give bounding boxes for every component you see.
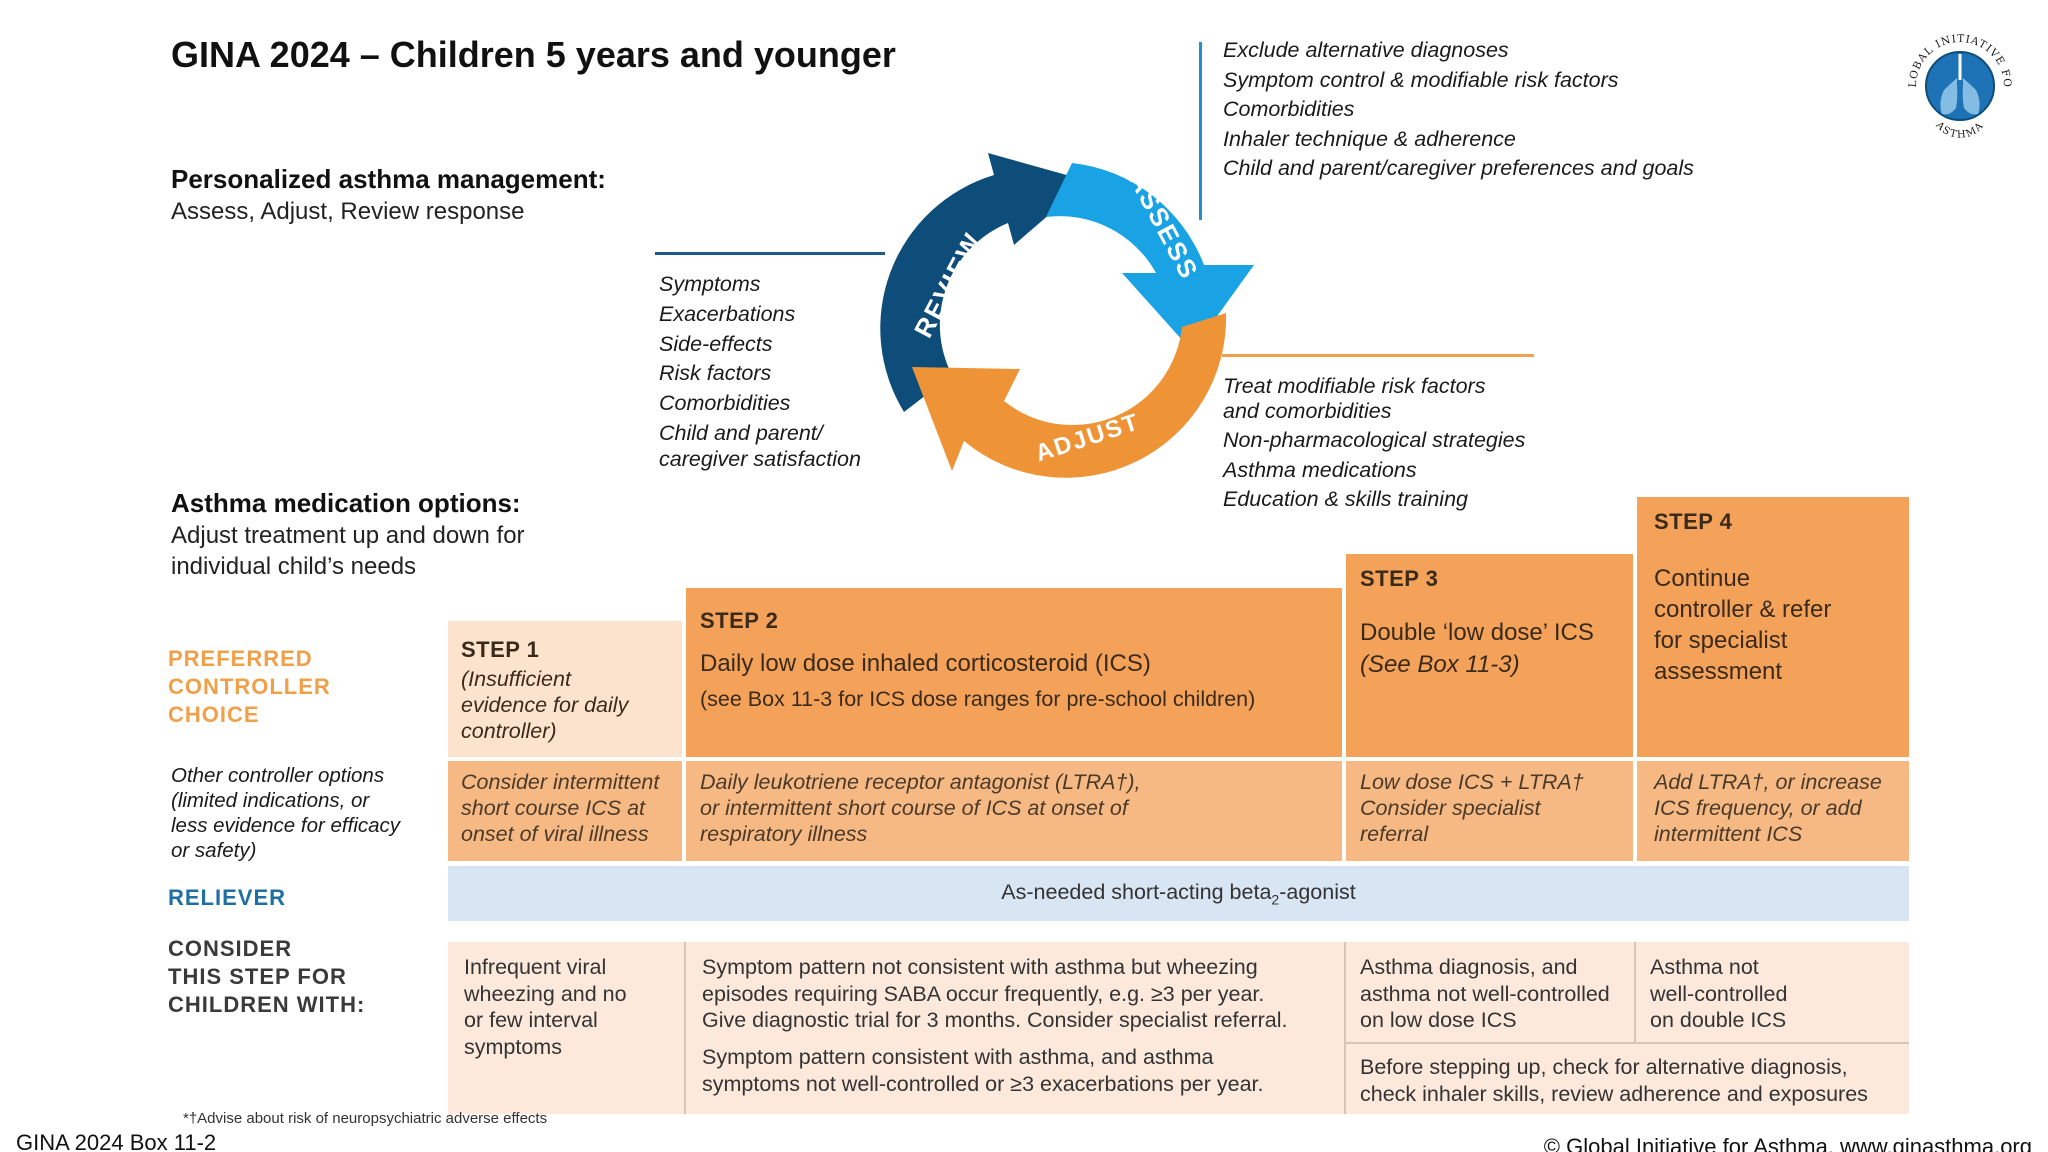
consider-step2b: Symptom pattern consistent with asthma, … <box>702 1045 1264 1096</box>
lungs-logo-icon: GLOBAL INITIATIVE FOR ASTHMA <box>1895 11 2012 141</box>
step4-title: STEP 4 <box>1654 509 1733 534</box>
step3-other-box: Low dose ICS + LTRA† Consider specialist… <box>1346 761 1633 861</box>
consider-box: Infrequent viral wheezing and no or few … <box>448 942 1909 1114</box>
footnote: *†Advise about risk of neuropsychiatric … <box>183 1110 548 1127</box>
consider-step34: Before stepping up, check for alternativ… <box>1360 1055 1868 1106</box>
page-title: GINA 2024 – Children 5 years and younger <box>171 34 896 75</box>
assess-arrow <box>1046 163 1254 351</box>
assess-connector-line <box>1199 42 1202 220</box>
review-item: caregiver satisfaction <box>659 446 861 471</box>
adjust-items: Treat modifiable risk factors and comorb… <box>1223 372 1525 515</box>
adjust-arrow <box>912 313 1227 478</box>
adjust-item: and comorbidities <box>1223 398 1392 423</box>
step4-text: Continue controller & refer for speciali… <box>1654 565 1832 685</box>
step2-title: STEP 2 <box>700 608 779 633</box>
medication-sub-line2: individual child’s needs <box>171 553 417 580</box>
review-item: Child and parent/ <box>659 420 823 445</box>
step1-text: (Insufficient evidence for daily control… <box>461 667 629 743</box>
review-arrow <box>880 153 1088 412</box>
assess-item: Exclude alternative diagnoses <box>1223 38 1509 62</box>
assess-item: Symptom control & modifiable risk factor… <box>1223 67 1619 92</box>
assess-items: Exclude alternative diagnoses Symptom co… <box>1223 36 1694 184</box>
management-subheading: Assess, Adjust, Review response <box>171 198 525 225</box>
step2-line2: (see Box 11-3 for ICS dose ranges for pr… <box>700 687 1256 711</box>
preferred-controller-label: PREFERRED CONTROLLER CHOICE <box>168 646 331 727</box>
adjust-connector-line <box>1222 354 1534 357</box>
review-item: Exacerbations <box>659 301 796 326</box>
adjust-item: Education & skills training <box>1223 487 1468 511</box>
reliever-label: RELIEVER <box>168 885 287 910</box>
step4-box: STEP 4 Continue controller & refer for s… <box>1637 497 1909 757</box>
step2-line1: Daily low dose inhaled corticosteroid (I… <box>700 650 1151 677</box>
assess-item: Comorbidities <box>1223 97 1355 121</box>
consider-step1: Infrequent viral wheezing and no or few … <box>464 955 627 1059</box>
footer-left: GINA 2024 Box 11-2 <box>16 1130 217 1152</box>
step2-box: STEP 2 Daily low dose inhaled corticoste… <box>686 588 1342 757</box>
reliever-text: As-needed short-acting beta2-agonist <box>1001 880 1356 908</box>
svg-text:ASTHMA: ASTHMA <box>1933 119 1987 141</box>
cycle-diagram: REVIEW ASSESS ADJUST <box>860 105 1280 495</box>
review-item: Side-effects <box>659 331 773 356</box>
review-connector-line <box>655 252 885 255</box>
reliever-box: As-needed short-acting beta2-agonist <box>448 866 1909 921</box>
management-heading: Personalized asthma management: <box>171 164 606 194</box>
assess-item: Inhaler technique & adherence <box>1223 126 1516 151</box>
review-items: Symptoms Exacerbations Side-effects Risk… <box>659 270 861 475</box>
step3-line1: Double ‘low dose’ ICS <box>1360 619 1594 646</box>
medication-sub-line1: Adjust treatment up and down for <box>171 522 525 549</box>
step3-box: STEP 3 Double ‘low dose’ ICS (See Box 11… <box>1346 554 1633 757</box>
logo-bottom-text: ASTHMA <box>1933 119 1985 141</box>
adjust-item: Non-pharmacological strategies <box>1223 428 1526 452</box>
adjust-item: Asthma medications <box>1223 457 1417 482</box>
other-controller-label: Other controller options (limited indica… <box>171 764 401 862</box>
step1-box: STEP 1 (Insufficient evidence for daily … <box>448 621 682 757</box>
step2-other-box: Daily leukotriene receptor antagonist (L… <box>686 761 1342 861</box>
step3-title: STEP 3 <box>1360 566 1439 591</box>
consider-step3: Asthma diagnosis, and asthma not well-co… <box>1360 955 1610 1032</box>
consider-step2a: Symptom pattern not consistent with asth… <box>702 955 1288 1032</box>
consider-step4: Asthma not well-controlled on double ICS <box>1650 955 1788 1032</box>
step1-other-box: Consider intermittent short course ICS a… <box>448 761 682 861</box>
consider-label: CONSIDER THIS STEP FOR CHILDREN WITH: <box>168 936 366 1017</box>
step3-line2: (See Box 11-3) <box>1360 651 1520 678</box>
review-item: Comorbidities <box>659 391 791 416</box>
review-item: Risk factors <box>659 361 772 386</box>
medication-heading: Asthma medication options: <box>171 488 521 518</box>
step4-other-box: Add LTRA†, or increase ICS frequency, or… <box>1637 761 1909 861</box>
step1-title: STEP 1 <box>461 637 540 662</box>
review-item: Symptoms <box>659 272 761 296</box>
footer-right: © Global Initiative for Asthma, www.gina… <box>1543 1134 2032 1152</box>
adjust-item: Treat modifiable risk factors <box>1223 374 1486 398</box>
assess-item: Child and parent/caregiver preferences a… <box>1223 156 1694 180</box>
gina-logo: GLOBAL INITIATIVE FOR ASTHMA <box>1895 11 2020 148</box>
